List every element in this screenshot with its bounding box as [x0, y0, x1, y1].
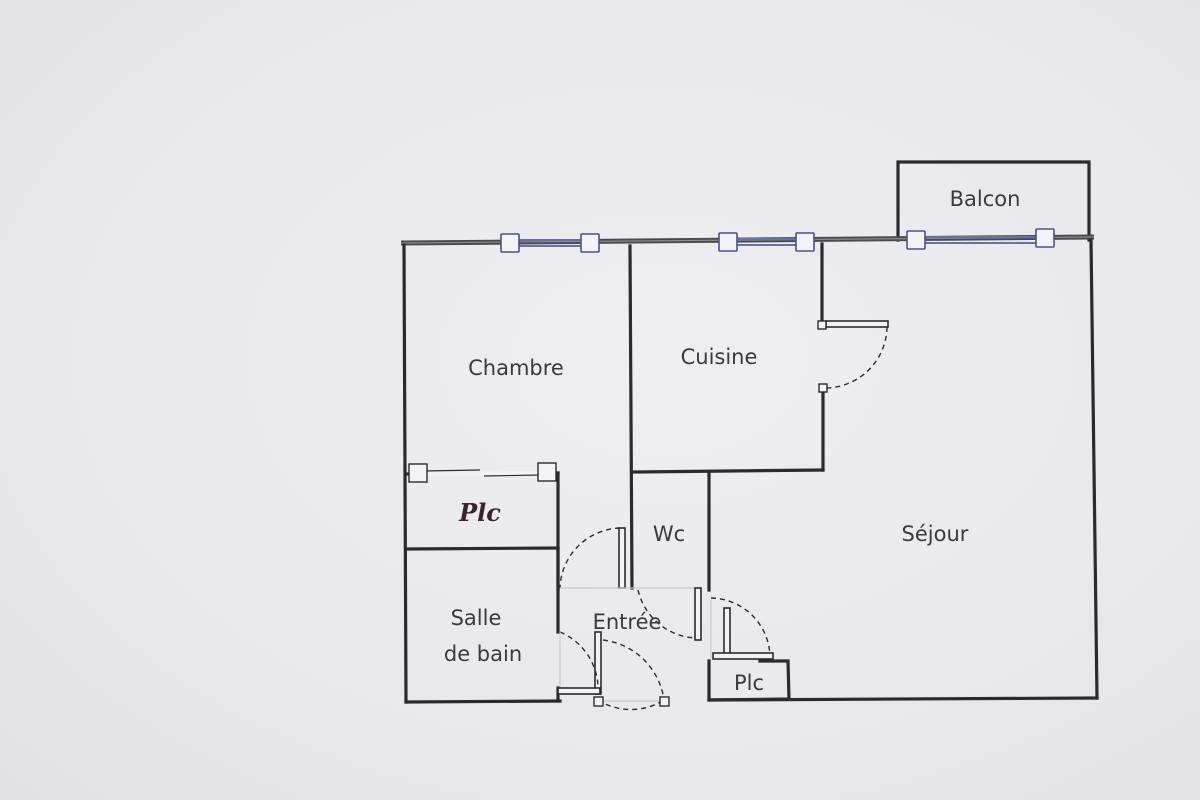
window-cuisine: [718, 232, 815, 252]
label-wc: Wc: [653, 522, 685, 546]
doors: [557, 320, 889, 711]
label-de-bain: de bain: [444, 642, 522, 666]
walls: [402, 238, 1099, 704]
window-sejour: [906, 228, 1055, 250]
label-balcon: Balcon: [950, 187, 1021, 211]
door-cuisine: [817, 320, 889, 393]
windows: [500, 228, 1055, 253]
door-wc: [637, 587, 702, 641]
label-sejour: Séjour: [902, 522, 969, 546]
door-sejour: [710, 597, 774, 661]
door-salle-de-bain: [557, 631, 602, 695]
room-labels: Balcon Chambre Cuisine Plc Wc Séjour Sal…: [444, 187, 1021, 695]
door-entrance: [593, 639, 670, 711]
window-chambre: [500, 233, 600, 253]
label-salle: Salle: [451, 606, 502, 630]
balcony: [896, 160, 1091, 242]
label-placard: Plc: [734, 671, 764, 695]
door-chambre: [559, 527, 696, 589]
label-placard-handwritten: Plc: [458, 498, 501, 527]
closet-doors: [408, 462, 557, 483]
label-entree: Entrée: [593, 610, 662, 634]
label-chambre: Chambre: [468, 356, 564, 380]
label-cuisine: Cuisine: [681, 345, 758, 369]
